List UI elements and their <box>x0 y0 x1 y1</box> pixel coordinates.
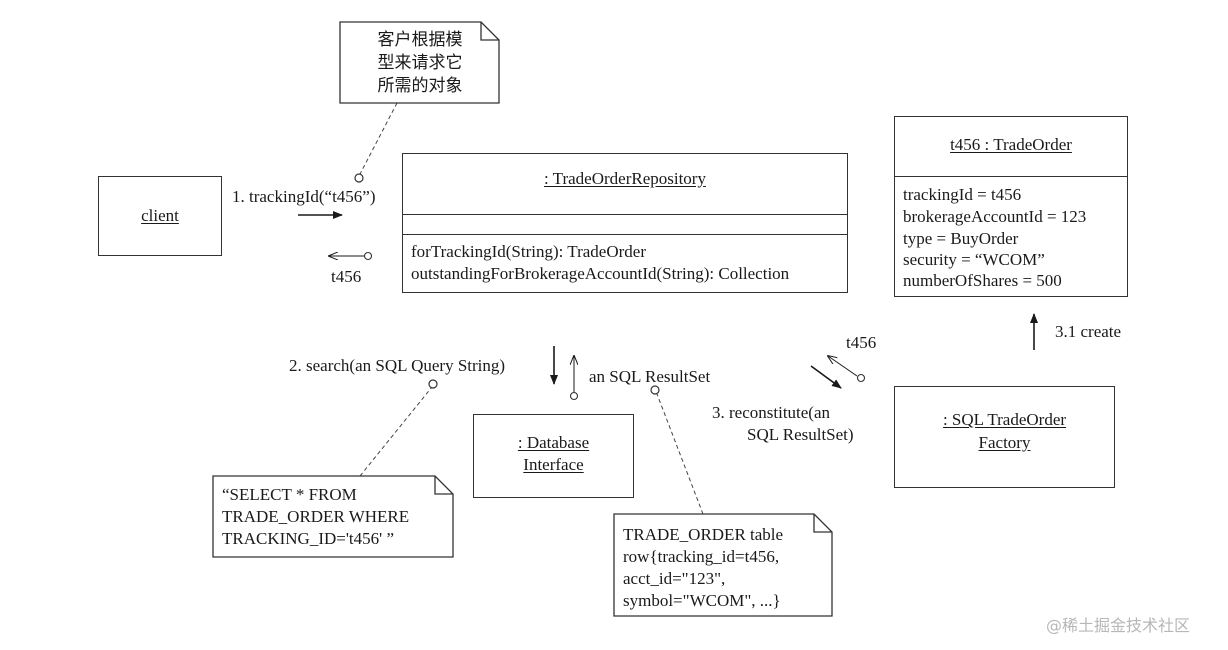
tracking-return-label: t456 <box>331 267 362 286</box>
trade-order-name: t456 : TradeOrder <box>950 135 1072 154</box>
note-table-line-3: acct_id="123", <box>623 569 726 588</box>
reconstitute-return-arrow <box>828 356 858 377</box>
trade-order-attr-2: brokerageAccountId = 123 <box>903 207 1087 226</box>
note-table-line-1: TRADE_ORDER table <box>623 525 784 544</box>
repository-name: : TradeOrderRepository <box>544 169 706 188</box>
factory-label-line-2: Factory <box>978 433 1031 452</box>
trade-order-name-compartment <box>895 117 1127 177</box>
factory-label-line-1: : SQL TradeOrder <box>942 410 1067 429</box>
note-top-anchor <box>358 102 398 177</box>
reconstitute-label-line-2: SQL ResultSet) <box>747 425 854 444</box>
trade-order-box <box>894 116 1128 297</box>
trade-order-attr-3: type = BuyOrder <box>903 229 1019 248</box>
repository-name-compartment <box>403 154 847 215</box>
note-sql-anchor <box>359 386 433 477</box>
note-top-line-2: 型来请求它 <box>377 53 463 73</box>
reconstitute-return-origin <box>856 373 866 383</box>
database-label-line-1: : Database <box>517 433 590 452</box>
watermark: @稀土掘金技术社区 <box>1046 616 1191 635</box>
note-sql-shape <box>212 475 454 558</box>
factory-box <box>894 386 1115 488</box>
repository-method-1: forTrackingId(String): TradeOrder <box>411 242 646 261</box>
note-top-anchor-end <box>354 173 364 183</box>
note-table-fold <box>813 514 832 533</box>
reconstitute-label-line-1: 3. reconstitute(an <box>712 403 831 422</box>
trade-order-attr-1: trackingId = t456 <box>903 185 1022 204</box>
note-table-line-2: row{tracking_id=t456, <box>623 547 780 566</box>
resultset-return-origin <box>569 391 579 401</box>
reconstitute-return-label: t456 <box>846 333 877 352</box>
trade-order-attr-5: numberOfShares = 500 <box>903 271 1062 290</box>
search-message-label: 2. search(an SQL Query String) <box>289 356 506 375</box>
reconstitute-arrow <box>810 365 842 389</box>
database-box <box>473 414 634 498</box>
client-label: client <box>141 206 179 225</box>
trade-order-attr-4: security = “WCOM” <box>903 250 1045 269</box>
database-label-line-2: Interface <box>523 455 584 474</box>
note-sql-line-1: “SELECT * FROM <box>222 485 357 504</box>
note-table-shape <box>613 513 833 617</box>
note-sql-line-2: TRADE_ORDER WHERE <box>222 507 410 526</box>
note-sql-anchor-end <box>428 379 438 389</box>
repository-method-2: outstandingForBrokerageAccountId(String)… <box>411 264 790 283</box>
note-top-fold <box>480 22 499 41</box>
client-box <box>98 176 222 256</box>
note-table-anchor-end <box>650 385 660 395</box>
tracking-message-label: 1. trackingId(“t456”) <box>232 187 376 206</box>
resultset-return-label: an SQL ResultSet <box>589 367 711 386</box>
tracking-return-origin <box>363 251 373 261</box>
note-table-anchor <box>656 393 704 515</box>
repository-box <box>402 153 848 293</box>
note-top-line-3: 所需的对象 <box>377 76 463 96</box>
note-sql-fold <box>434 476 453 495</box>
create-message-label: 3.1 create <box>1055 322 1122 341</box>
note-top-line-1: 客户根据模 <box>377 30 463 50</box>
note-sql-line-3: TRACKING_ID='t456' ” <box>222 529 395 548</box>
repository-attr-compartment <box>403 214 847 235</box>
note-table-line-4: symbol="WCOM", ...} <box>623 591 781 610</box>
note-top-shape <box>339 21 500 104</box>
